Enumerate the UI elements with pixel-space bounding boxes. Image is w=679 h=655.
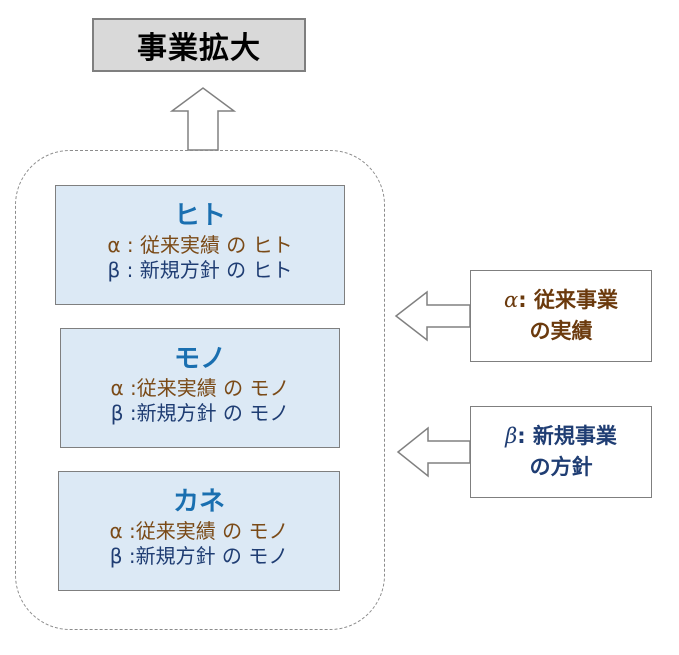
input-box-beta: β: 新規事業 の方針	[470, 406, 652, 498]
resource-beta-line: β :新規方針 の モノ	[109, 543, 289, 568]
left-arrow-beta-icon	[396, 426, 471, 478]
goal-label: 事業拡大	[137, 31, 261, 66]
resource-alpha-line: α :従来実績 の モノ	[109, 518, 289, 543]
resource-title: カネ	[172, 487, 225, 517]
left-arrow-alpha-icon	[394, 290, 471, 342]
input-line1: α: 従来事業	[471, 285, 651, 317]
resource-box-kane: カネ α :従来実績 の モノ β :新規方針 の モノ	[58, 471, 340, 591]
resource-beta-line: β : 新規方針 の ヒト	[107, 257, 293, 282]
input-line1: β: 新規事業	[471, 421, 651, 453]
input-box-alpha: α: 従来事業 の実績	[470, 270, 652, 362]
resource-alpha-line: α :従来実績 の モノ	[110, 375, 290, 400]
alpha-symbol: α	[504, 287, 519, 312]
resource-box-mono: モノ α :従来実績 の モノ β :新規方針 の モノ	[60, 328, 340, 448]
input-line2: の方針	[529, 455, 593, 479]
resources-group	[15, 150, 385, 630]
goal-box: 事業拡大	[92, 18, 306, 72]
resource-box-hito: ヒト α : 従来実績 の ヒト β : 新規方針 の ヒト	[55, 185, 345, 305]
resource-title: ヒト	[173, 201, 226, 231]
input-line1-text: : 従来事業	[518, 287, 618, 312]
input-line1-text: : 新規事業	[517, 423, 617, 448]
resource-title: モノ	[173, 344, 226, 374]
beta-symbol: β	[505, 423, 518, 448]
resource-alpha-line: α : 従来実績 の ヒト	[107, 232, 293, 257]
input-line2: の実績	[529, 319, 593, 343]
resource-beta-line: β :新規方針 の モノ	[110, 400, 290, 425]
